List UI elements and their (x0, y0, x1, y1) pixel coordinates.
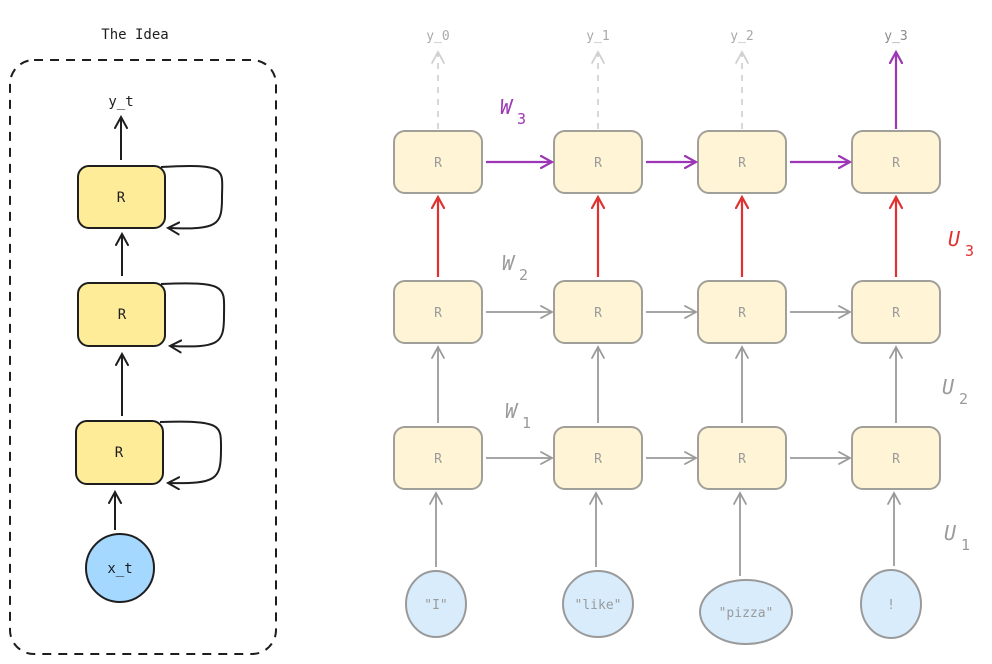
idea-dashed-frame (9, 59, 277, 655)
rnn-cell-layer-1-t2 (697, 426, 787, 490)
idea-title: The Idea (101, 27, 168, 43)
input-token-label: ! (887, 598, 895, 613)
rnn-cell-layer-3-t3 (851, 130, 941, 194)
rnn-cell-label: R (434, 156, 442, 171)
idea-output-label: y_t (108, 94, 133, 110)
weight-label-u1: U (944, 521, 957, 545)
idea-recurrent-loop (160, 282, 226, 346)
rnn-cell-label: R (892, 156, 900, 171)
output-label-y3: y_3 (884, 29, 907, 44)
weight-label-w3: W (500, 95, 514, 119)
rnn-cell-label: R (738, 452, 746, 467)
input-token-label: "pizza" (719, 606, 774, 621)
rnn-cell-layer-2-t3 (851, 280, 941, 344)
rnn-cell-label: R (738, 306, 746, 321)
rnn-cell-layer-3-t2 (697, 130, 787, 194)
weight-label-u2: U (942, 375, 955, 399)
input-token-node (562, 570, 634, 638)
input-token-node (699, 579, 793, 645)
rnn-cell-label: R (738, 156, 746, 171)
weight-label-w1: W (505, 399, 519, 423)
input-token-label: "I" (424, 598, 447, 613)
rnn-cell-layer-2-t1 (553, 280, 643, 344)
output-label-y2: y_2 (730, 29, 753, 44)
rnn-cell-label: R (594, 452, 602, 467)
idea-cell (75, 420, 164, 485)
weight-label-u2-subscript: 2 (959, 390, 968, 408)
idea-panel: The Idea y_t R R R x_t (9, 27, 277, 655)
weight-label-w2: W (502, 251, 516, 275)
rnn-cell-layer-3-t0 (393, 130, 483, 194)
rnn-cell-label: R (594, 306, 602, 321)
input-token-label: "like" (575, 598, 622, 613)
rnn-cell-label: R (434, 452, 442, 467)
weight-label-u1-subscript: 1 (961, 536, 970, 554)
idea-input-node (85, 533, 155, 603)
rnn-cell-label: R (594, 156, 602, 171)
idea-recurrent-loop (159, 420, 223, 483)
idea-input-label: x_t (107, 561, 132, 577)
weight-label-w2-subscript: 2 (519, 266, 528, 284)
weight-label-w1-subscript: 1 (522, 414, 531, 432)
idea-recurrent-loop (160, 164, 224, 228)
rnn-cell-label: R (892, 452, 900, 467)
input-token-node (860, 569, 922, 639)
rnn-cell-layer-2-t2 (697, 280, 787, 344)
output-label-y0: y_0 (426, 29, 449, 44)
weight-label-w3-subscript: 3 (517, 110, 526, 128)
rnn-cell-label: R (892, 306, 900, 321)
input-token-node (405, 570, 467, 638)
output-label-y1: y_1 (586, 29, 609, 44)
idea-cell-label: R (118, 307, 127, 323)
weight-label-u3-subscript: 3 (965, 242, 974, 260)
idea-cell-label: R (115, 445, 124, 461)
rnn-cell-layer-1-t1 (553, 426, 643, 490)
rnn-cell-layer-1-t0 (393, 426, 483, 490)
rnn-cell-layer-2-t0 (393, 280, 483, 344)
weight-label-u3: U (948, 227, 961, 251)
idea-cell (77, 165, 166, 229)
unrolled-network: y_0 y_1 y_2 y_3R R R R R R R R R R R R "I" "like" "pizza"… (393, 29, 974, 645)
rnn-cell-label: R (434, 306, 442, 321)
rnn-cell-layer-3-t1 (553, 130, 643, 194)
idea-cell (77, 282, 166, 347)
rnn-cell-layer-1-t3 (851, 426, 941, 490)
idea-cell-label: R (117, 190, 126, 206)
